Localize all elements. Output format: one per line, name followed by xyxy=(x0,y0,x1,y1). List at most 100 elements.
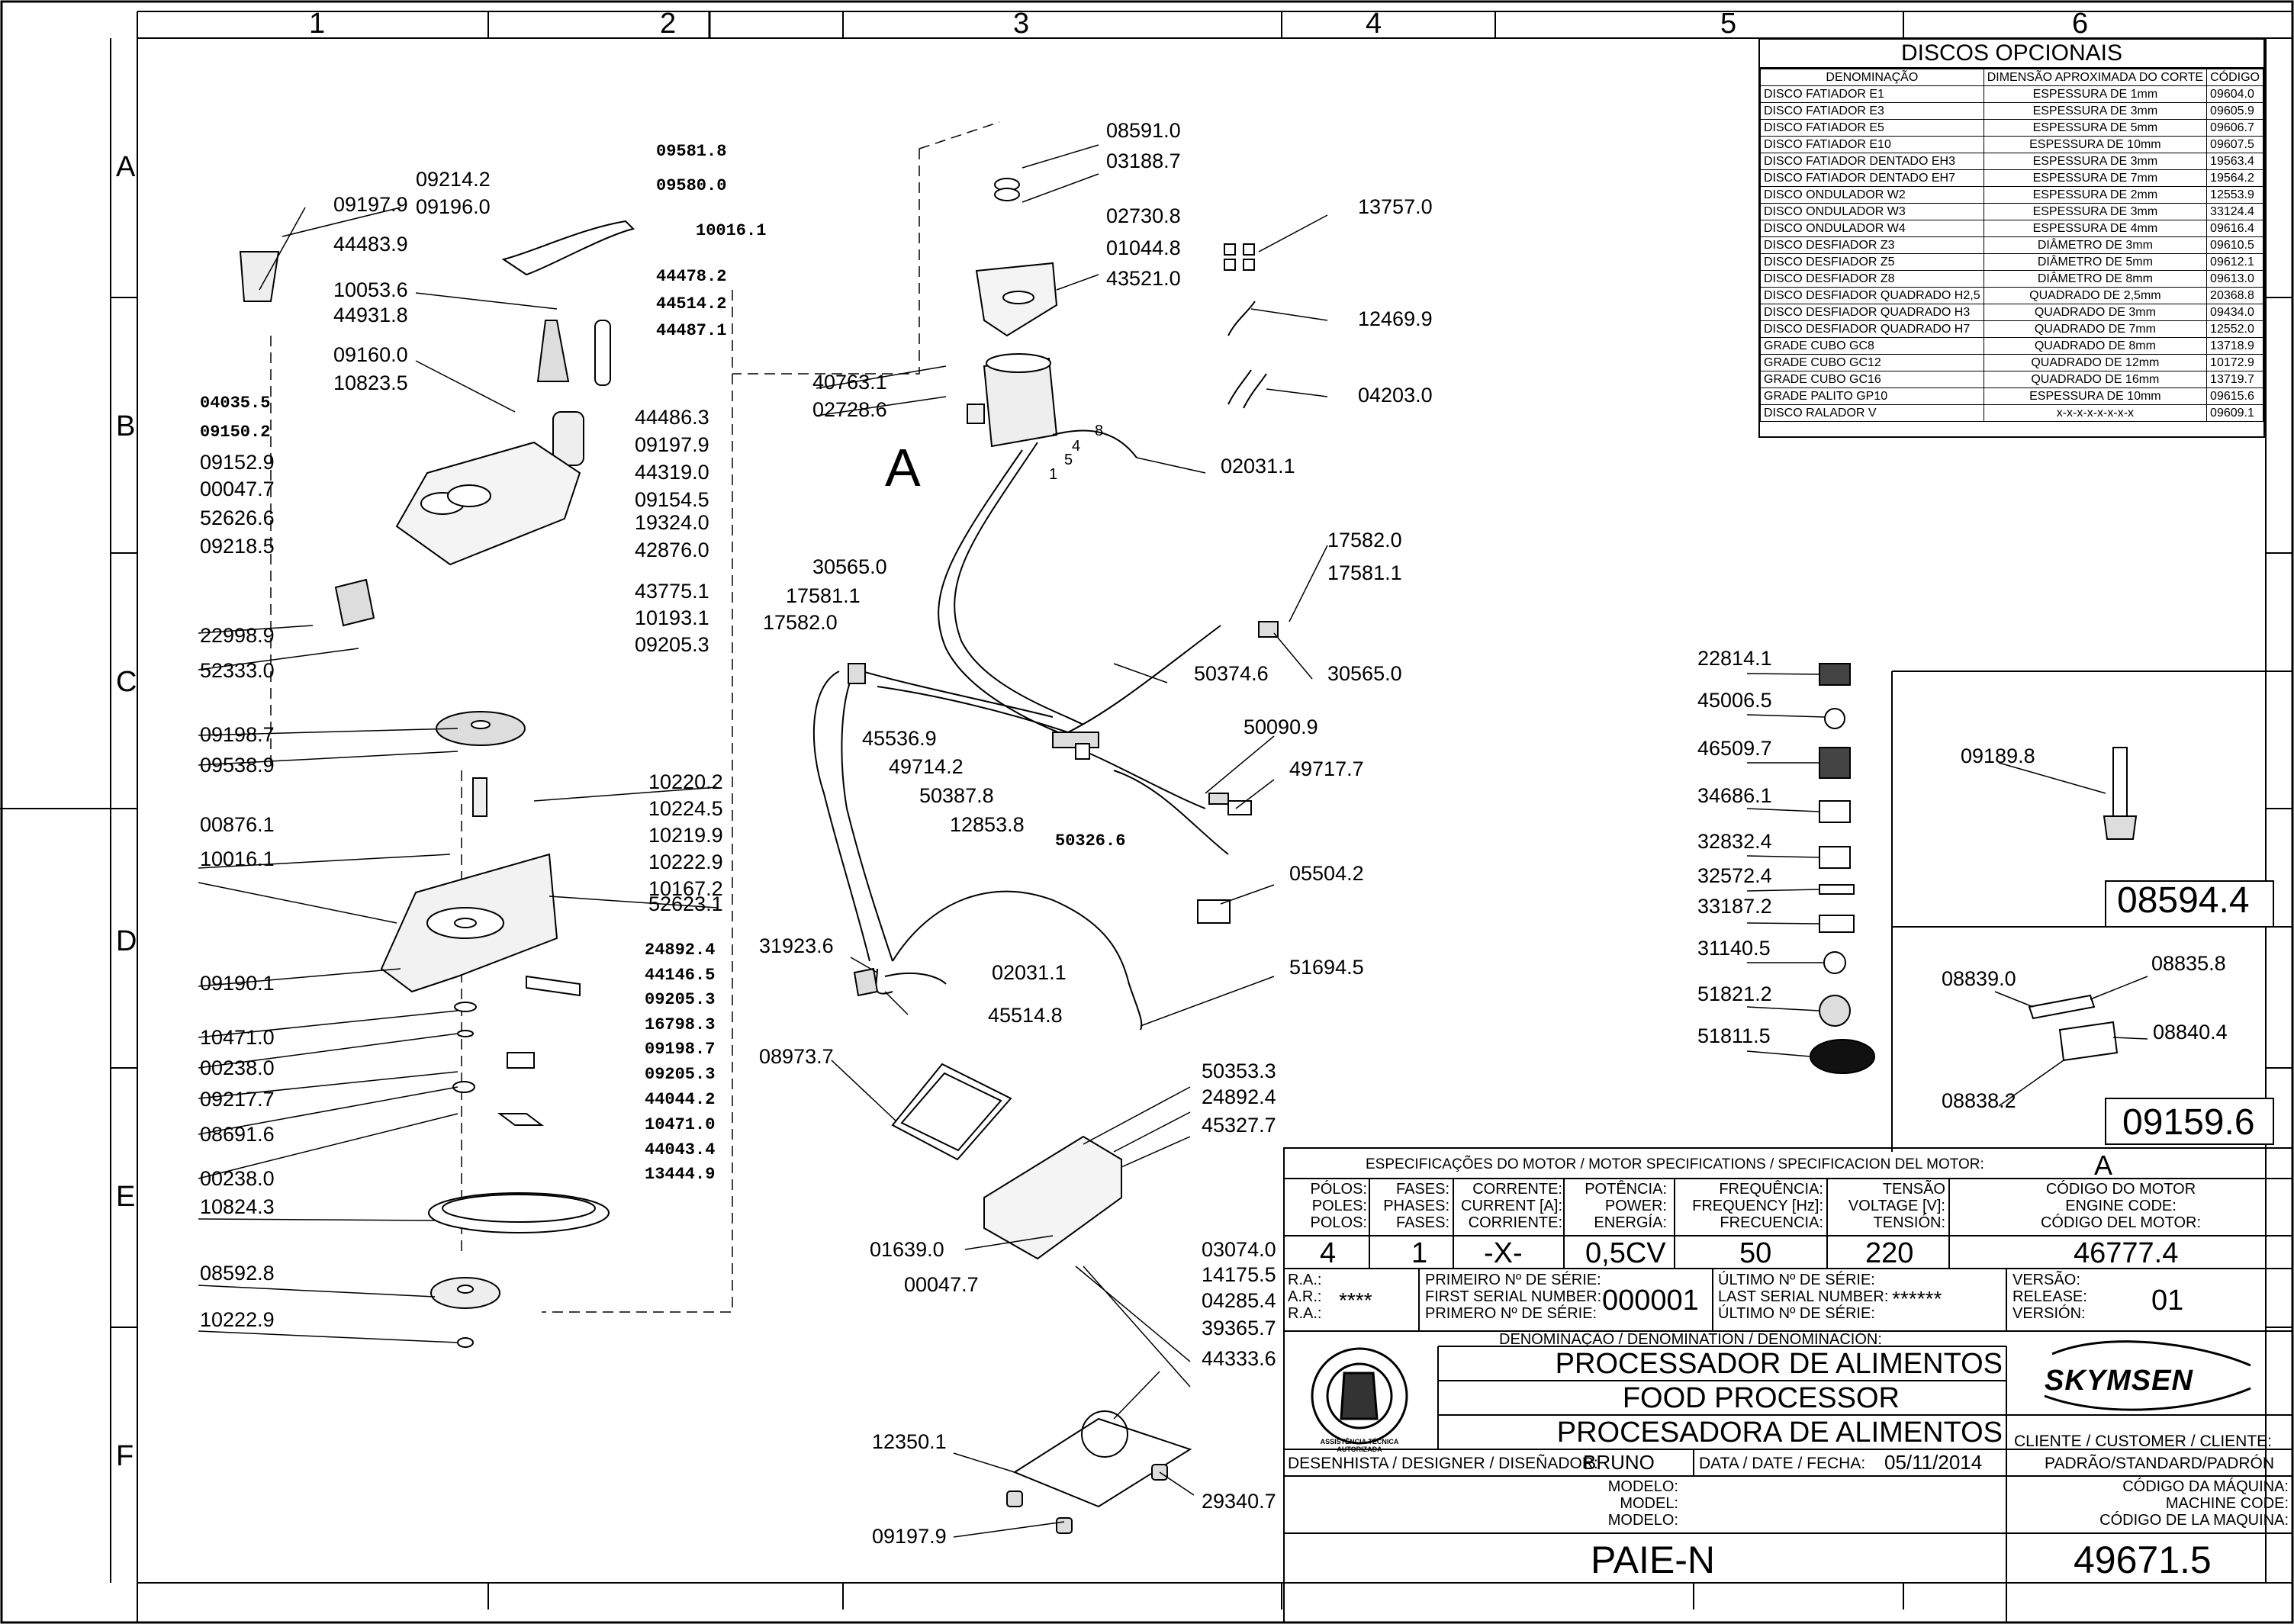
part-number-label: 12469.9 xyxy=(1358,307,1433,330)
discos-denominacao: DISCO FATIADOR DENTADO EH7 xyxy=(1760,169,1984,187)
discos-dimensao: DIÂMETRO DE 8mm xyxy=(1983,270,2208,288)
part-number-label: 12350.1 xyxy=(872,1430,947,1453)
value-codigo-motor: 46777.4 xyxy=(2074,1237,2179,1269)
part-number-label: 40763.1 xyxy=(812,371,887,394)
part-number-label: 09218.5 xyxy=(200,535,275,558)
part-number-label: 44043.4 xyxy=(645,1140,716,1159)
discos-codigo: 09609.1 xyxy=(2206,404,2263,422)
skymsen-logo-mark xyxy=(2044,1340,2251,1411)
discos-codigo: 12553.9 xyxy=(2206,186,2263,204)
discos-header-dimensao: DIMENSÃO APROXIMADA DO CORTE xyxy=(1983,69,2208,86)
discos-denominacao: DISCO ONDULADOR W3 xyxy=(1760,203,1984,220)
part-number-label: 1 xyxy=(1049,466,1058,483)
part-number-label: 01044.8 xyxy=(1106,236,1181,259)
part-number-label: 32572.4 xyxy=(1697,864,1772,887)
date-value: 05/11/2014 xyxy=(1884,1451,1983,1474)
grid-col-1: 1 xyxy=(309,8,326,40)
value-tensao: 220 xyxy=(1865,1237,1914,1269)
part-number-label: 45006.5 xyxy=(1697,689,1772,712)
part-number-label: 22998.9 xyxy=(200,624,275,647)
grid-row-a: A xyxy=(116,151,136,183)
ra-value: **** xyxy=(1339,1288,1372,1312)
part-number-label: 32832.4 xyxy=(1697,830,1772,853)
part-number-label: 44514.2 xyxy=(656,294,727,314)
part-number-label: 29340.7 xyxy=(1202,1490,1276,1513)
part-number-label: 44044.2 xyxy=(645,1090,716,1109)
part-number-label: 09150.2 xyxy=(200,423,271,442)
grid-col-5: 5 xyxy=(1720,8,1737,40)
header-polos: PÓLOS: POLES: POLOS: xyxy=(1310,1181,1367,1231)
part-number-label: 02031.1 xyxy=(992,961,1067,984)
part-number-label: 09217.7 xyxy=(200,1088,275,1111)
part-number-label: 46509.7 xyxy=(1697,737,1772,760)
part-number-label: 02730.8 xyxy=(1106,204,1181,227)
side-plate xyxy=(497,975,581,1126)
part-number-label: 09538.9 xyxy=(200,754,275,777)
part-number-label: 44487.1 xyxy=(656,321,727,340)
modelo-value: PAIE-N xyxy=(1591,1539,1715,1581)
value-fases: 1 xyxy=(1411,1237,1428,1269)
part-number-label: 17581.1 xyxy=(786,584,861,607)
value-polos: 4 xyxy=(1320,1237,1337,1269)
part-number-label: 09190.1 xyxy=(200,972,275,995)
discos-denominacao: GRADE PALITO GP10 xyxy=(1760,388,1984,405)
discos-header-codigo: CÓDIGO xyxy=(2206,69,2263,86)
discos-header-denominacao: DENOMINAÇÃO xyxy=(1760,69,1984,86)
header-corrente: CORRENTE: CURRENT [A]: CORRIENTE: xyxy=(1461,1181,1562,1231)
discos-denominacao: GRADE CUBO GC8 xyxy=(1760,337,1984,355)
header-potencia: POTÊNCIA: POWER: ENERGÍA: xyxy=(1585,1181,1667,1231)
part-number-label: 10222.9 xyxy=(200,1308,275,1331)
discos-dimensao: DIÂMETRO DE 5mm xyxy=(1983,253,2208,271)
discos-title: DISCOS OPCIONAIS xyxy=(1760,40,2263,69)
grid-col-3: 3 xyxy=(1013,8,1030,40)
part-number-label: 04285.4 xyxy=(1202,1289,1276,1312)
discos-codigo: 12552.0 xyxy=(2206,320,2263,338)
part-number-label: 09214.2 xyxy=(416,168,491,191)
assembly-code-shaft: 08594.4 xyxy=(2117,880,2250,921)
part-number-label: 45327.7 xyxy=(1202,1114,1276,1137)
discos-denominacao: DISCO DESFIADOR QUADRADO H3 xyxy=(1760,304,1984,321)
part-number-label: 09581.8 xyxy=(656,142,727,161)
part-number-label: 12853.8 xyxy=(950,813,1025,836)
grid-col-6: 6 xyxy=(2072,8,2089,40)
part-number-label: 08835.8 xyxy=(2151,952,2226,975)
discos-denominacao: DISCO DESFIADOR QUADRADO H7 xyxy=(1760,320,1984,338)
seal-text: ASSISTÊNCIA TÉCNICA AUTORIZADA xyxy=(1320,1438,1399,1453)
ra-labels: R.A.: A.R.: R.A.: xyxy=(1288,1272,1322,1322)
part-number-label: 04203.0 xyxy=(1358,384,1433,407)
part-number-label: 10471.0 xyxy=(645,1115,716,1134)
last-serial-value: ****** xyxy=(1892,1287,1942,1310)
discos-dimensao: ESPESSURA DE 5mm xyxy=(1983,119,2208,137)
part-number-label: 30565.0 xyxy=(812,555,887,578)
discos-denominacao: DISCO FATIADOR E5 xyxy=(1760,119,1984,137)
discos-dimensao: x-x-x-x-x-x-x-x xyxy=(1983,404,2208,422)
part-number-label: 52626.6 xyxy=(200,506,275,529)
part-number-label: 09197.9 xyxy=(872,1525,947,1548)
part-number-label: 09197.9 xyxy=(333,193,408,216)
grid-row-f: F xyxy=(116,1440,134,1472)
part-number-label: 10016.1 xyxy=(696,221,767,240)
part-number-label: 44931.8 xyxy=(333,304,408,326)
grid-col-2: 2 xyxy=(660,8,677,40)
discos-dimensao: ESPESSURA DE 1mm xyxy=(1983,85,2208,103)
part-number-label: 10016.1 xyxy=(200,847,275,870)
discos-codigo: 09604.0 xyxy=(2206,85,2263,103)
part-number-label: 44333.6 xyxy=(1202,1347,1276,1370)
discos-codigo: 19563.4 xyxy=(2206,153,2263,170)
modelo-labels: MODELO: MODEL: MODELO: xyxy=(1607,1478,1678,1529)
part-number-label: 45536.9 xyxy=(862,727,937,750)
pulley-stack xyxy=(428,1002,610,1348)
part-number-label: 09196.0 xyxy=(416,195,491,218)
part-number-label: 50353.3 xyxy=(1202,1060,1276,1082)
part-number-label: 00047.7 xyxy=(200,478,275,500)
part-number-label: 44478.2 xyxy=(656,267,727,286)
part-number-label: 10824.3 xyxy=(200,1195,275,1218)
part-number-label: 10471.0 xyxy=(200,1026,275,1049)
part-number-label: 08592.8 xyxy=(200,1262,275,1285)
part-number-label: 10193.1 xyxy=(635,606,709,629)
discos-codigo: 09606.7 xyxy=(2206,119,2263,137)
part-number-label: 51811.5 xyxy=(1697,1024,1771,1047)
